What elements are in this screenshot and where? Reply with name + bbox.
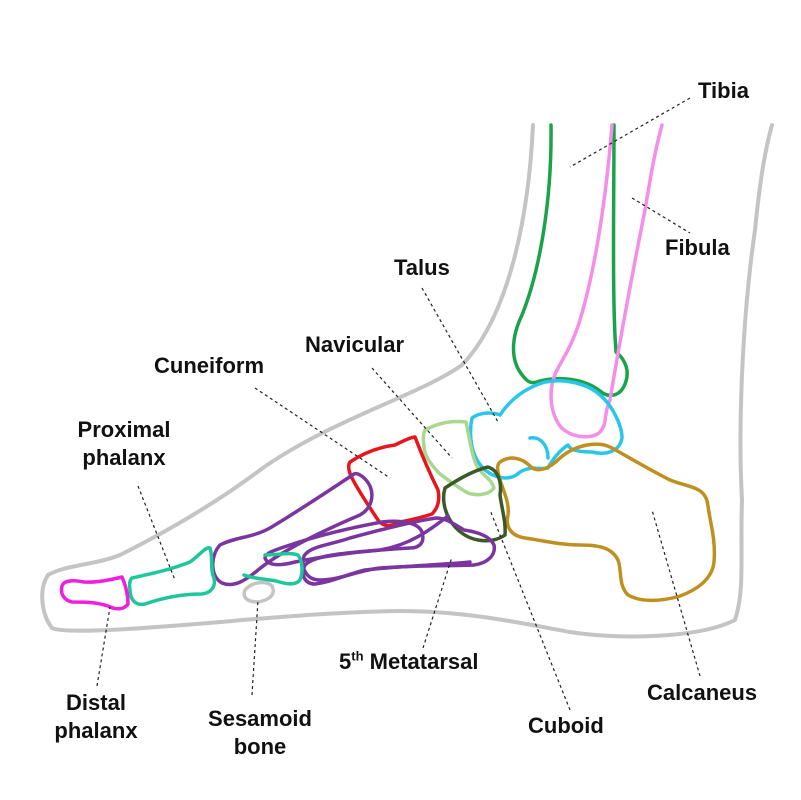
- calcaneus-bone: [495, 442, 717, 603]
- fibula-leader-line: [631, 197, 691, 234]
- metatarsal-second-bone: [263, 519, 425, 567]
- navicular-leader-line: [371, 367, 453, 459]
- metatarsal-number: 5: [339, 649, 352, 674]
- sesamoid-label-line1: Sesamoid: [208, 706, 312, 731]
- navicular-label: Navicular: [305, 332, 405, 357]
- metatarsal-ordinal-suffix: th: [351, 648, 364, 664]
- sesamoid-bone: [242, 580, 275, 604]
- fifth-metatarsal-label: 5th Metatarsal: [339, 648, 479, 676]
- talus-label: Talus: [394, 255, 450, 280]
- tibia-leader-line: [569, 97, 691, 168]
- proximal-phalanx-leader-line: [137, 485, 176, 581]
- proximal-phalanx-label-line2: phalanx: [82, 445, 166, 470]
- cuneiform-label: Cuneiform: [154, 353, 264, 378]
- lesser-phalanx-bone: [242, 551, 304, 586]
- metatarsal-fifth-bone: [301, 514, 472, 586]
- calcaneus-leader-line: [651, 509, 701, 677]
- fibula-label: Fibula: [665, 235, 730, 260]
- sesamoid-leader-line: [251, 599, 259, 696]
- talus-leader-line: [421, 287, 499, 423]
- tibia-label: Tibia: [698, 78, 749, 103]
- distal-phalanx-label: Distal phalanx: [54, 689, 137, 745]
- fibula-bone: [549, 123, 664, 439]
- metatarsal-first-bone: [211, 471, 374, 587]
- distal-phalanx-label-line1: Distal: [66, 690, 126, 715]
- talus-medial-edge: [528, 436, 550, 460]
- proximal-phalanx-label-line1: Proximal: [77, 417, 171, 442]
- tibia-bone: [511, 123, 629, 398]
- cuboid-label: Cuboid: [528, 713, 604, 738]
- cuneiform-bone: [346, 435, 441, 528]
- talus-bone: [468, 379, 624, 480]
- calcaneus-label: Calcaneus: [647, 680, 758, 705]
- distal-phalanx-label-line2: phalanx: [54, 718, 138, 743]
- sesamoid-label-line2: bone: [233, 734, 287, 759]
- navicular-bone: [421, 419, 496, 497]
- distal-phalanx-bone: [59, 575, 130, 611]
- metatarsal-leader-line: [422, 556, 453, 649]
- distal-phalanx-leader-line: [96, 606, 111, 687]
- sesamoid-label: Sesamoid bone: [208, 705, 312, 761]
- metatarsal-name: Metatarsal: [369, 649, 479, 674]
- cuboid-bone: [441, 465, 507, 543]
- proximal-phalanx-label: Proximal phalanx: [78, 416, 171, 472]
- proximal-phalanx-bone: [127, 546, 217, 607]
- foot-outline: [40, 123, 774, 639]
